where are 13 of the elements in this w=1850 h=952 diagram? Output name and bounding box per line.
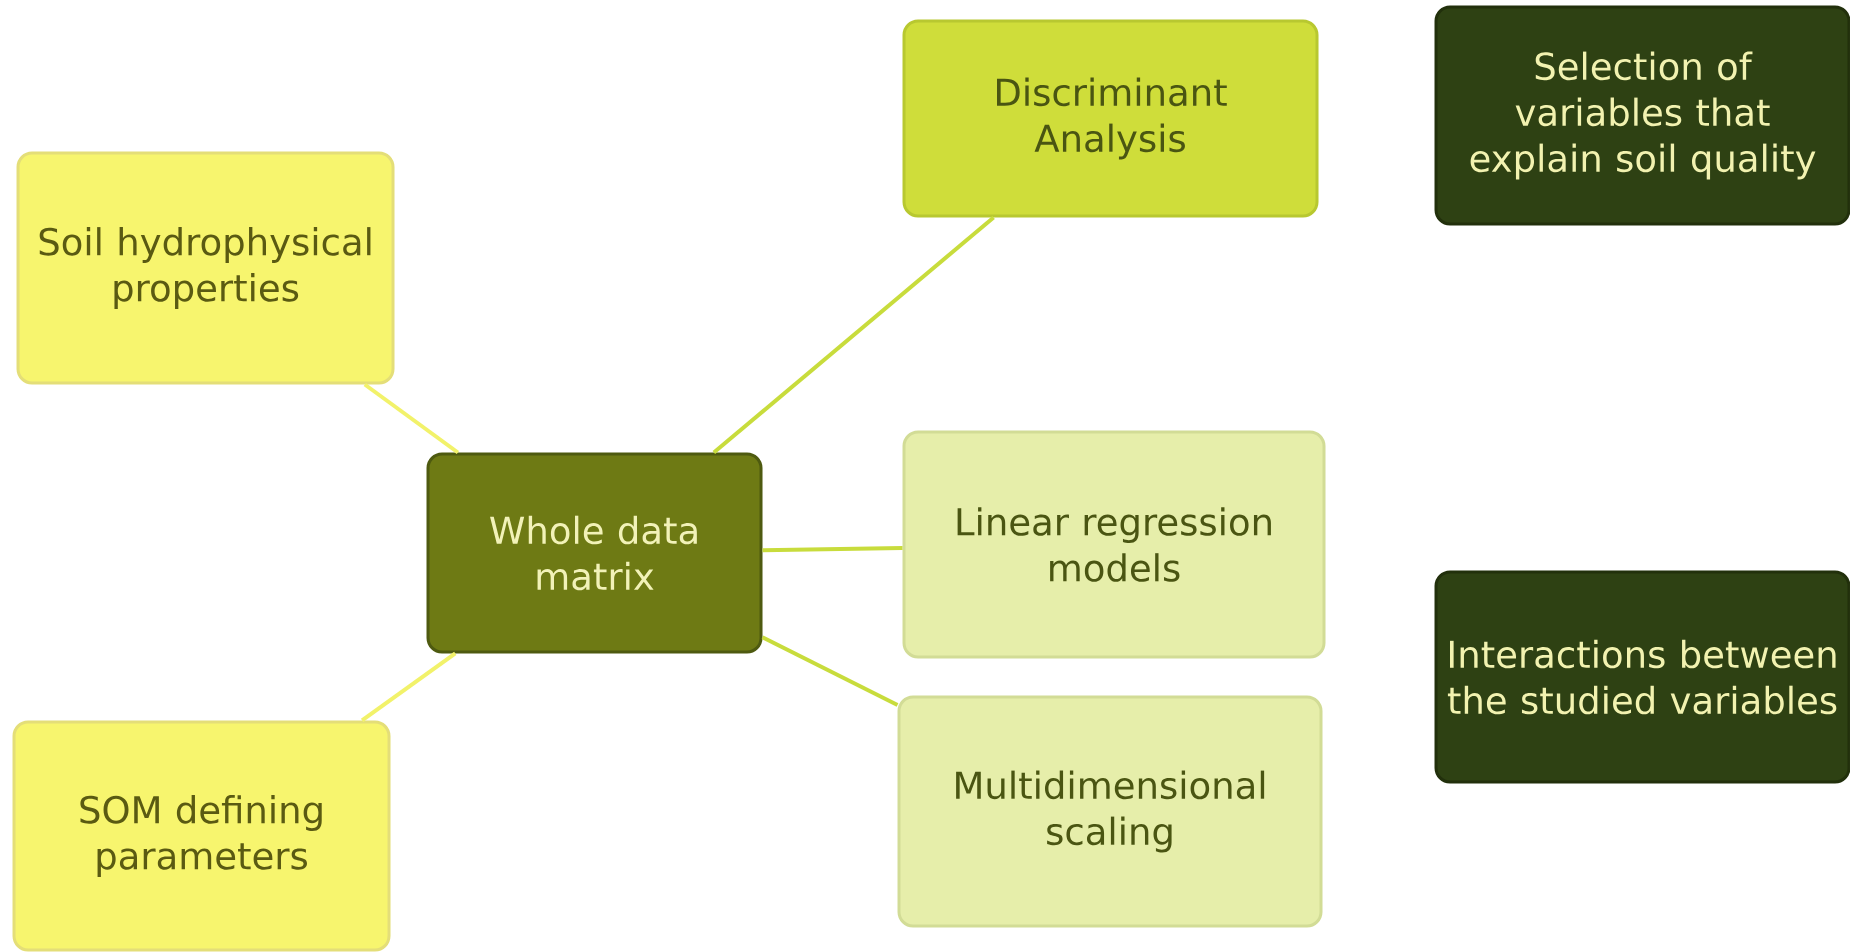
text-box: Linear regression models <box>902 430 1326 659</box>
connector-line <box>762 545 903 553</box>
connector-line <box>761 635 899 707</box>
text-box: Whole data matrix <box>426 452 763 654</box>
connector-line <box>712 215 995 455</box>
text-box: Soil hydrophysical properties <box>16 151 395 385</box>
text-box: Interactions between the studied variables <box>1434 570 1850 784</box>
connector-line <box>363 382 460 455</box>
connector-line <box>360 651 457 723</box>
text-box: Multidimensional scaling <box>897 695 1323 928</box>
text-box: SOM defining parameters <box>12 720 391 952</box>
text-box: Selection of variables that explain soil quality <box>1434 5 1850 226</box>
text-box: Discriminant Analysis <box>902 19 1319 218</box>
